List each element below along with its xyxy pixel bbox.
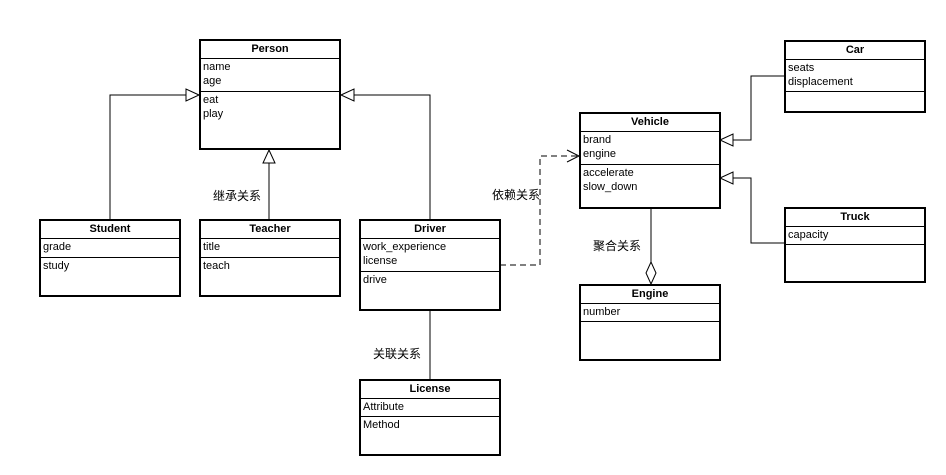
aggregation-label: 聚合关系: [593, 239, 642, 253]
class-car[interactable]: Car seats displacement: [784, 40, 926, 113]
methods-section: drive: [361, 272, 499, 288]
methods-section: teach: [201, 258, 339, 274]
class-name: Engine: [581, 286, 719, 304]
method: study: [43, 260, 70, 272]
methods-section: [786, 245, 924, 247]
attributes-section: title: [201, 239, 339, 258]
attributes-section: Attribute: [361, 399, 499, 417]
class-name: Car: [786, 42, 924, 60]
class-teacher[interactable]: Teacher title teach: [199, 219, 341, 297]
class-engine[interactable]: Engine number: [579, 284, 721, 361]
class-name: Person: [201, 41, 339, 59]
inheritance-arrowhead: [339, 88, 355, 102]
inheritance-arrowhead: [718, 171, 734, 185]
inheritance-driver-person: [354, 94, 431, 219]
methods-section: accelerate slow_down: [581, 165, 719, 195]
attribute: work_experience: [363, 241, 447, 253]
dependency-label: 依赖关系: [492, 188, 541, 202]
attribute: Attribute: [363, 401, 404, 413]
attributes-section: work_experience license: [361, 239, 499, 272]
class-name: Vehicle: [581, 114, 719, 132]
inheritance-arrowhead: [262, 148, 276, 164]
inheritance-label: 继承关系: [213, 189, 262, 203]
attributes-section: seats displacement: [786, 60, 924, 92]
attribute: grade: [43, 241, 72, 253]
attributes-section: grade: [41, 239, 179, 258]
association-label: 关联关系: [373, 347, 422, 361]
dependency-driver-vehicle: [500, 155, 577, 266]
methods-section: study: [41, 258, 179, 274]
attributes-section: number: [581, 304, 719, 322]
inheritance-car-vehicle: [733, 75, 784, 141]
inheritance-truck-vehicle: [733, 177, 784, 244]
attribute: age: [203, 75, 222, 87]
method: drive: [363, 274, 387, 286]
attribute: license: [363, 255, 398, 267]
class-name: Truck: [786, 209, 924, 227]
inheritance-arrowhead: [718, 133, 734, 147]
class-name: Student: [41, 221, 179, 239]
class-driver[interactable]: Driver work_experience license drive: [359, 219, 501, 311]
attribute: engine: [583, 148, 617, 160]
attributes-section: capacity: [786, 227, 924, 245]
class-name: License: [361, 381, 499, 399]
attributes-section: name age: [201, 59, 339, 92]
method: teach: [203, 260, 230, 272]
methods-section: eat play: [201, 92, 339, 122]
aggregation-diamond: [645, 260, 657, 286]
method: slow_down: [583, 181, 638, 193]
methods-section: Method: [361, 417, 499, 433]
class-vehicle[interactable]: Vehicle brand engine accelerate slow_dow…: [579, 112, 721, 209]
class-license[interactable]: License Attribute Method: [359, 379, 501, 456]
attribute: title: [203, 241, 221, 253]
method: eat: [203, 94, 219, 106]
inheritance-student-person: [109, 94, 186, 219]
attribute: brand: [583, 134, 612, 146]
attribute: displacement: [788, 76, 853, 88]
inheritance-arrowhead: [185, 88, 201, 102]
attribute: name: [203, 61, 231, 73]
method: accelerate: [583, 167, 634, 179]
class-name: Teacher: [201, 221, 339, 239]
method: play: [203, 108, 224, 120]
class-truck[interactable]: Truck capacity: [784, 207, 926, 283]
methods-section: [581, 322, 719, 324]
class-person[interactable]: Person name age eat play: [199, 39, 341, 150]
class-name: Driver: [361, 221, 499, 239]
method: Method: [363, 419, 400, 431]
methods-section: [786, 92, 924, 94]
attribute: seats: [788, 62, 815, 74]
attributes-section: brand engine: [581, 132, 719, 165]
attribute: capacity: [788, 229, 829, 241]
class-student[interactable]: Student grade study: [39, 219, 181, 297]
attribute: number: [583, 306, 621, 318]
